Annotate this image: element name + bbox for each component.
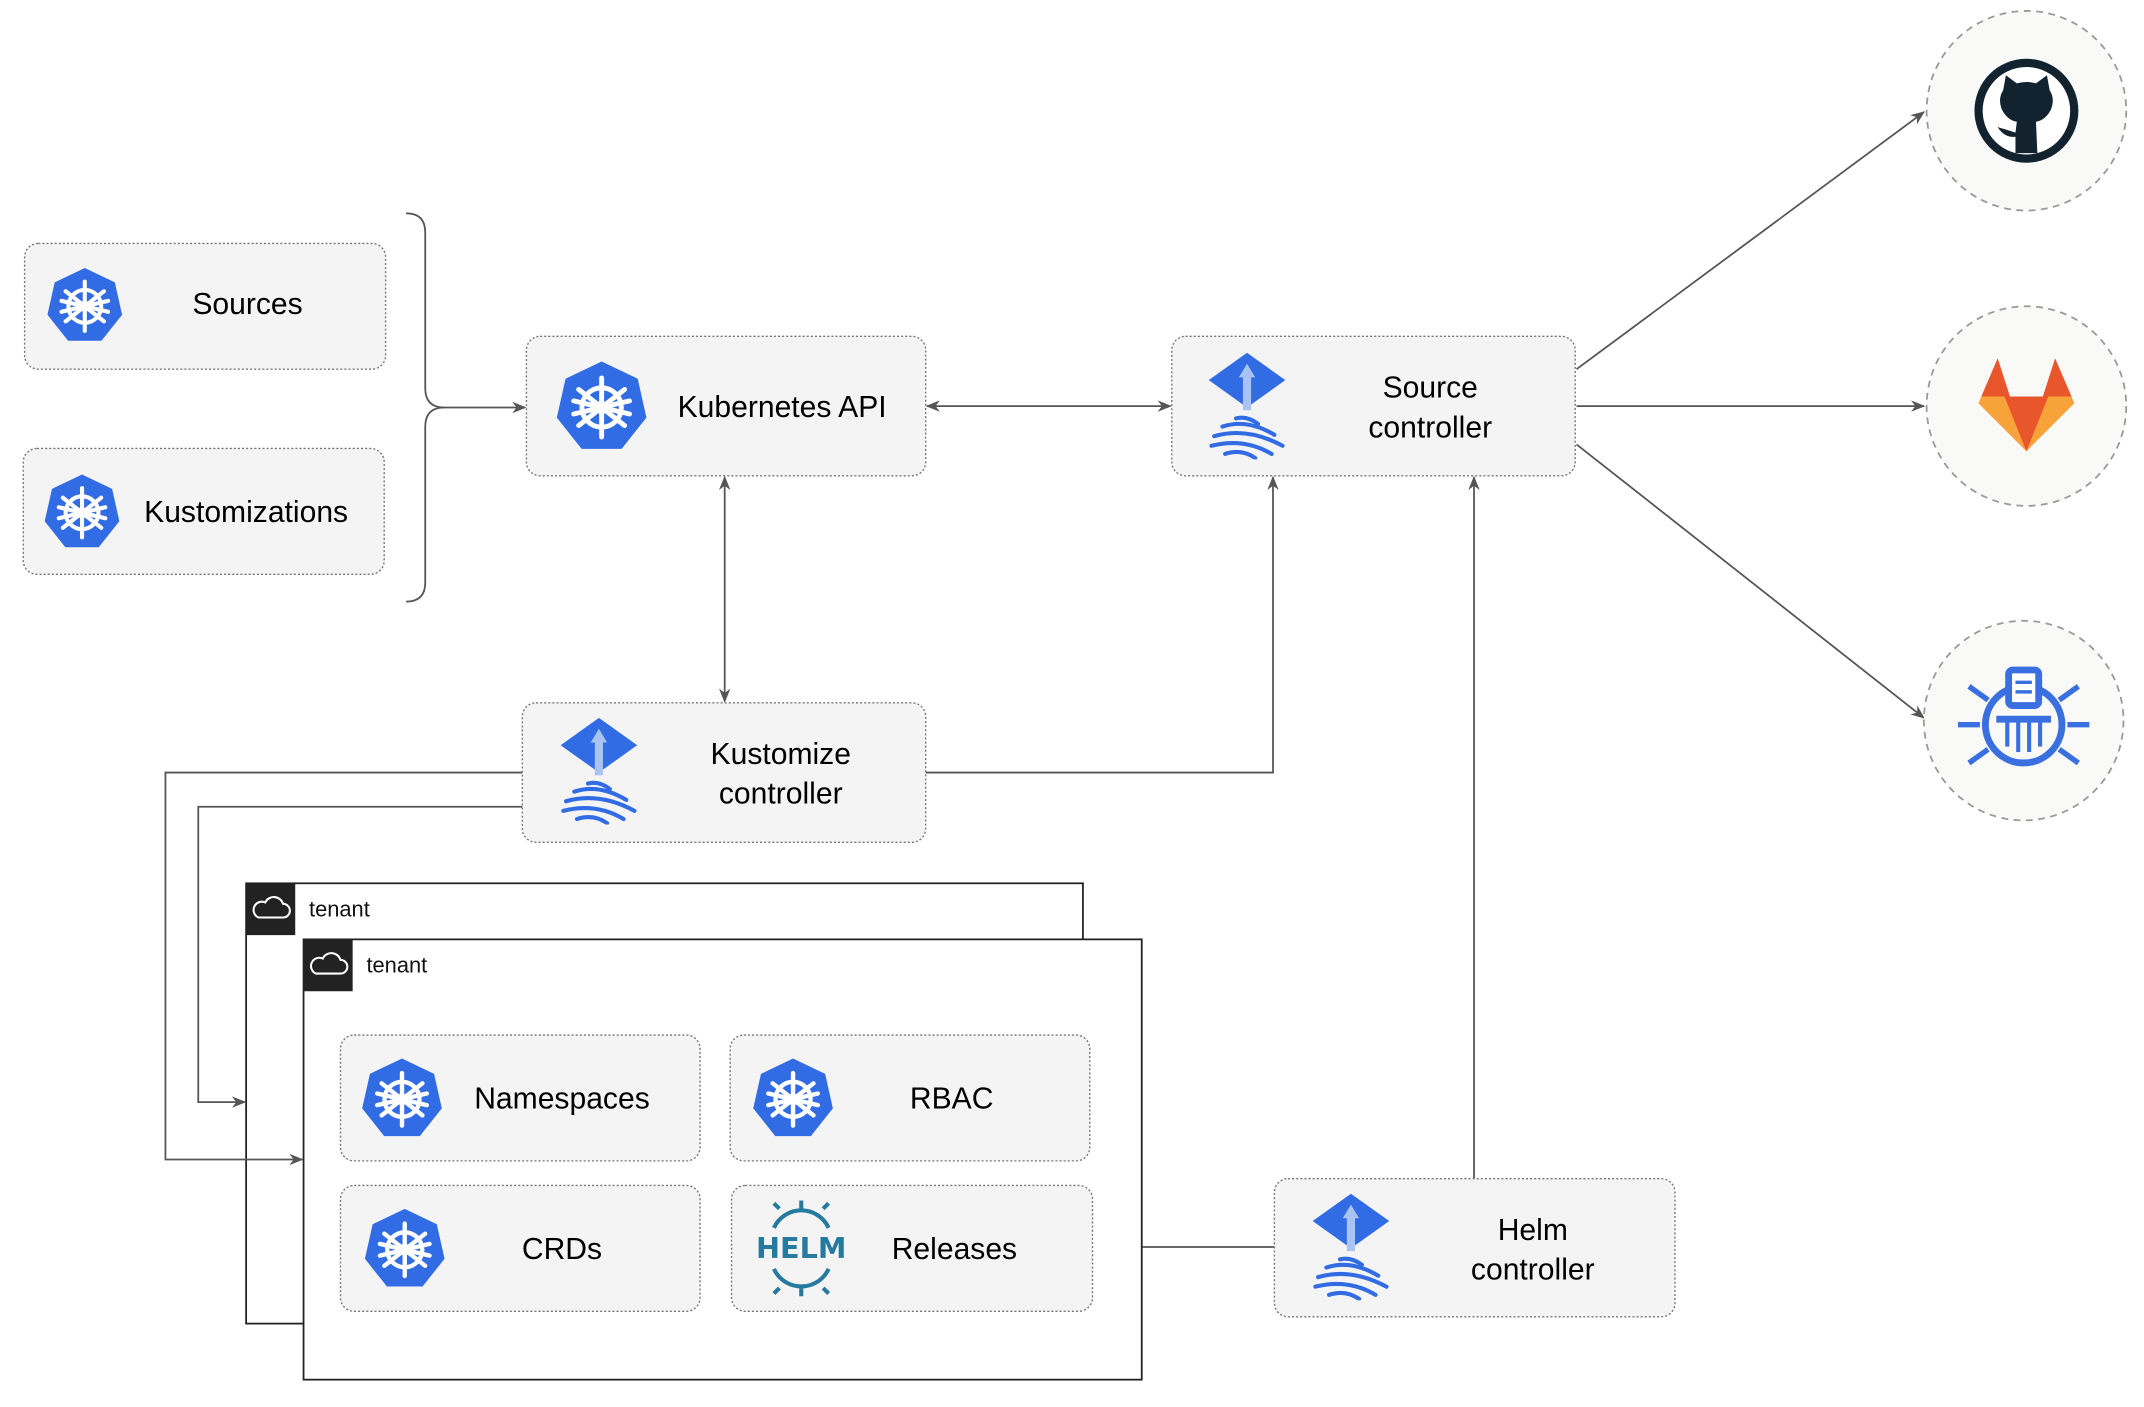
node-label: RBAC [910,1083,994,1116]
node-label: CRDs [522,1233,602,1266]
node-label: Source [1383,372,1478,405]
node-label: controller [719,778,843,811]
gitlab-source[interactable] [1925,305,2128,507]
edge-source-to-helm-repo [1576,443,1925,719]
tenant-label: tenant [309,896,370,921]
helm-icon: HELM [756,1200,847,1297]
helm-repository-icon [1958,666,2090,767]
node-rbac[interactable]: RBAC [729,1034,1091,1162]
github-icon [1974,58,2079,163]
node-label: Releases [892,1233,1017,1266]
edge-kustomize-to-tenant-front [164,771,523,1166]
tenant-label: tenant [366,952,427,977]
edge-kustomize-to-tenant-back [197,805,523,1108]
node-label: controller [1471,1254,1595,1287]
node-kustomize-controller[interactable]: Kustomize controller [521,702,927,843]
helm-repository-source[interactable] [1922,619,2125,822]
edge-source-to-github [1576,111,1926,370]
node-label: Kubernetes API [678,391,887,424]
edge-kustomize-to-source [925,475,1279,774]
brace-lower [406,406,445,603]
brace-to-kubernetes-api [406,212,527,414]
node-label: Kustomizations [144,496,348,529]
node-namespaces[interactable]: Namespaces [339,1034,701,1162]
node-crds[interactable]: CRDs [339,1184,701,1312]
cloud-icon [303,939,353,992]
node-label: Sources [192,288,302,321]
node-kustomizations[interactable]: Kustomizations [22,447,385,575]
node-source-controller[interactable]: Source controller [1171,335,1576,477]
node-label: Namespaces [474,1083,650,1116]
node-label: controller [1368,411,1492,444]
github-source[interactable] [1925,10,2128,212]
node-helm-controller[interactable]: Helm controller [1273,1177,1676,1318]
node-label: Kustomize [711,738,851,771]
gitlab-icon [1978,358,2075,452]
node-label: Helm [1498,1214,1568,1247]
node-releases[interactable]: HELM Releases [730,1184,1094,1312]
cloud-icon [246,883,296,936]
node-kubernetes-api[interactable]: Kubernetes API [525,335,927,477]
helm-logo-text: HELM [756,1231,846,1265]
node-sources[interactable]: Sources [23,242,387,370]
